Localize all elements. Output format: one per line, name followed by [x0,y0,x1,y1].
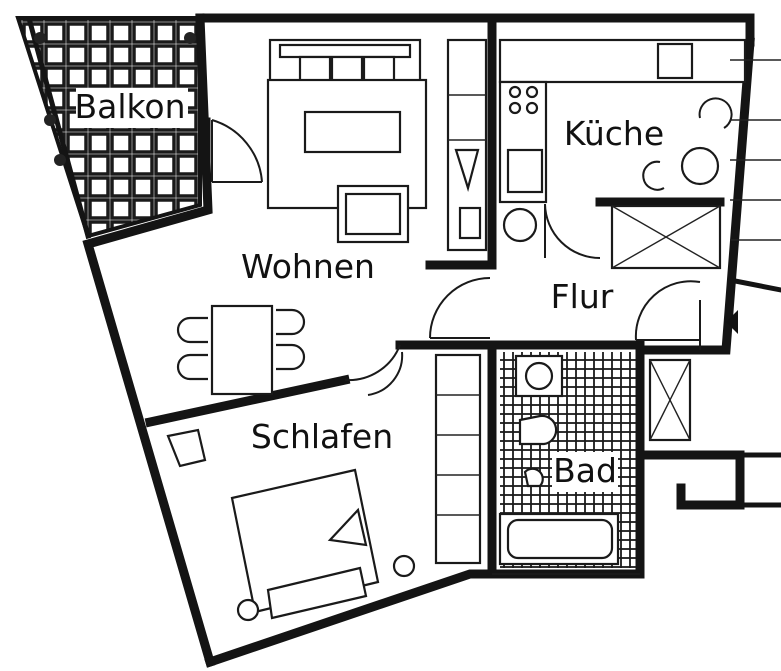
bedroom-furniture [166,353,482,622]
kitchen-furniture [498,38,747,270]
room-label-kueche: Küche [564,114,664,153]
room-label-wohnen: Wohnen [241,247,375,286]
living-room-furniture [176,38,428,396]
room-labels: Balkon Küche Wohnen Flur Schlafen Bad [74,87,668,492]
room-label-flur: Flur [551,277,614,316]
room-label-balkon: Balkon [74,87,185,126]
room-label-bad: Bad [553,451,617,490]
stairwell [648,59,781,442]
door-swings [211,119,701,396]
room-label-schlafen: Schlafen [251,417,393,456]
wall-cabinet [446,38,488,252]
